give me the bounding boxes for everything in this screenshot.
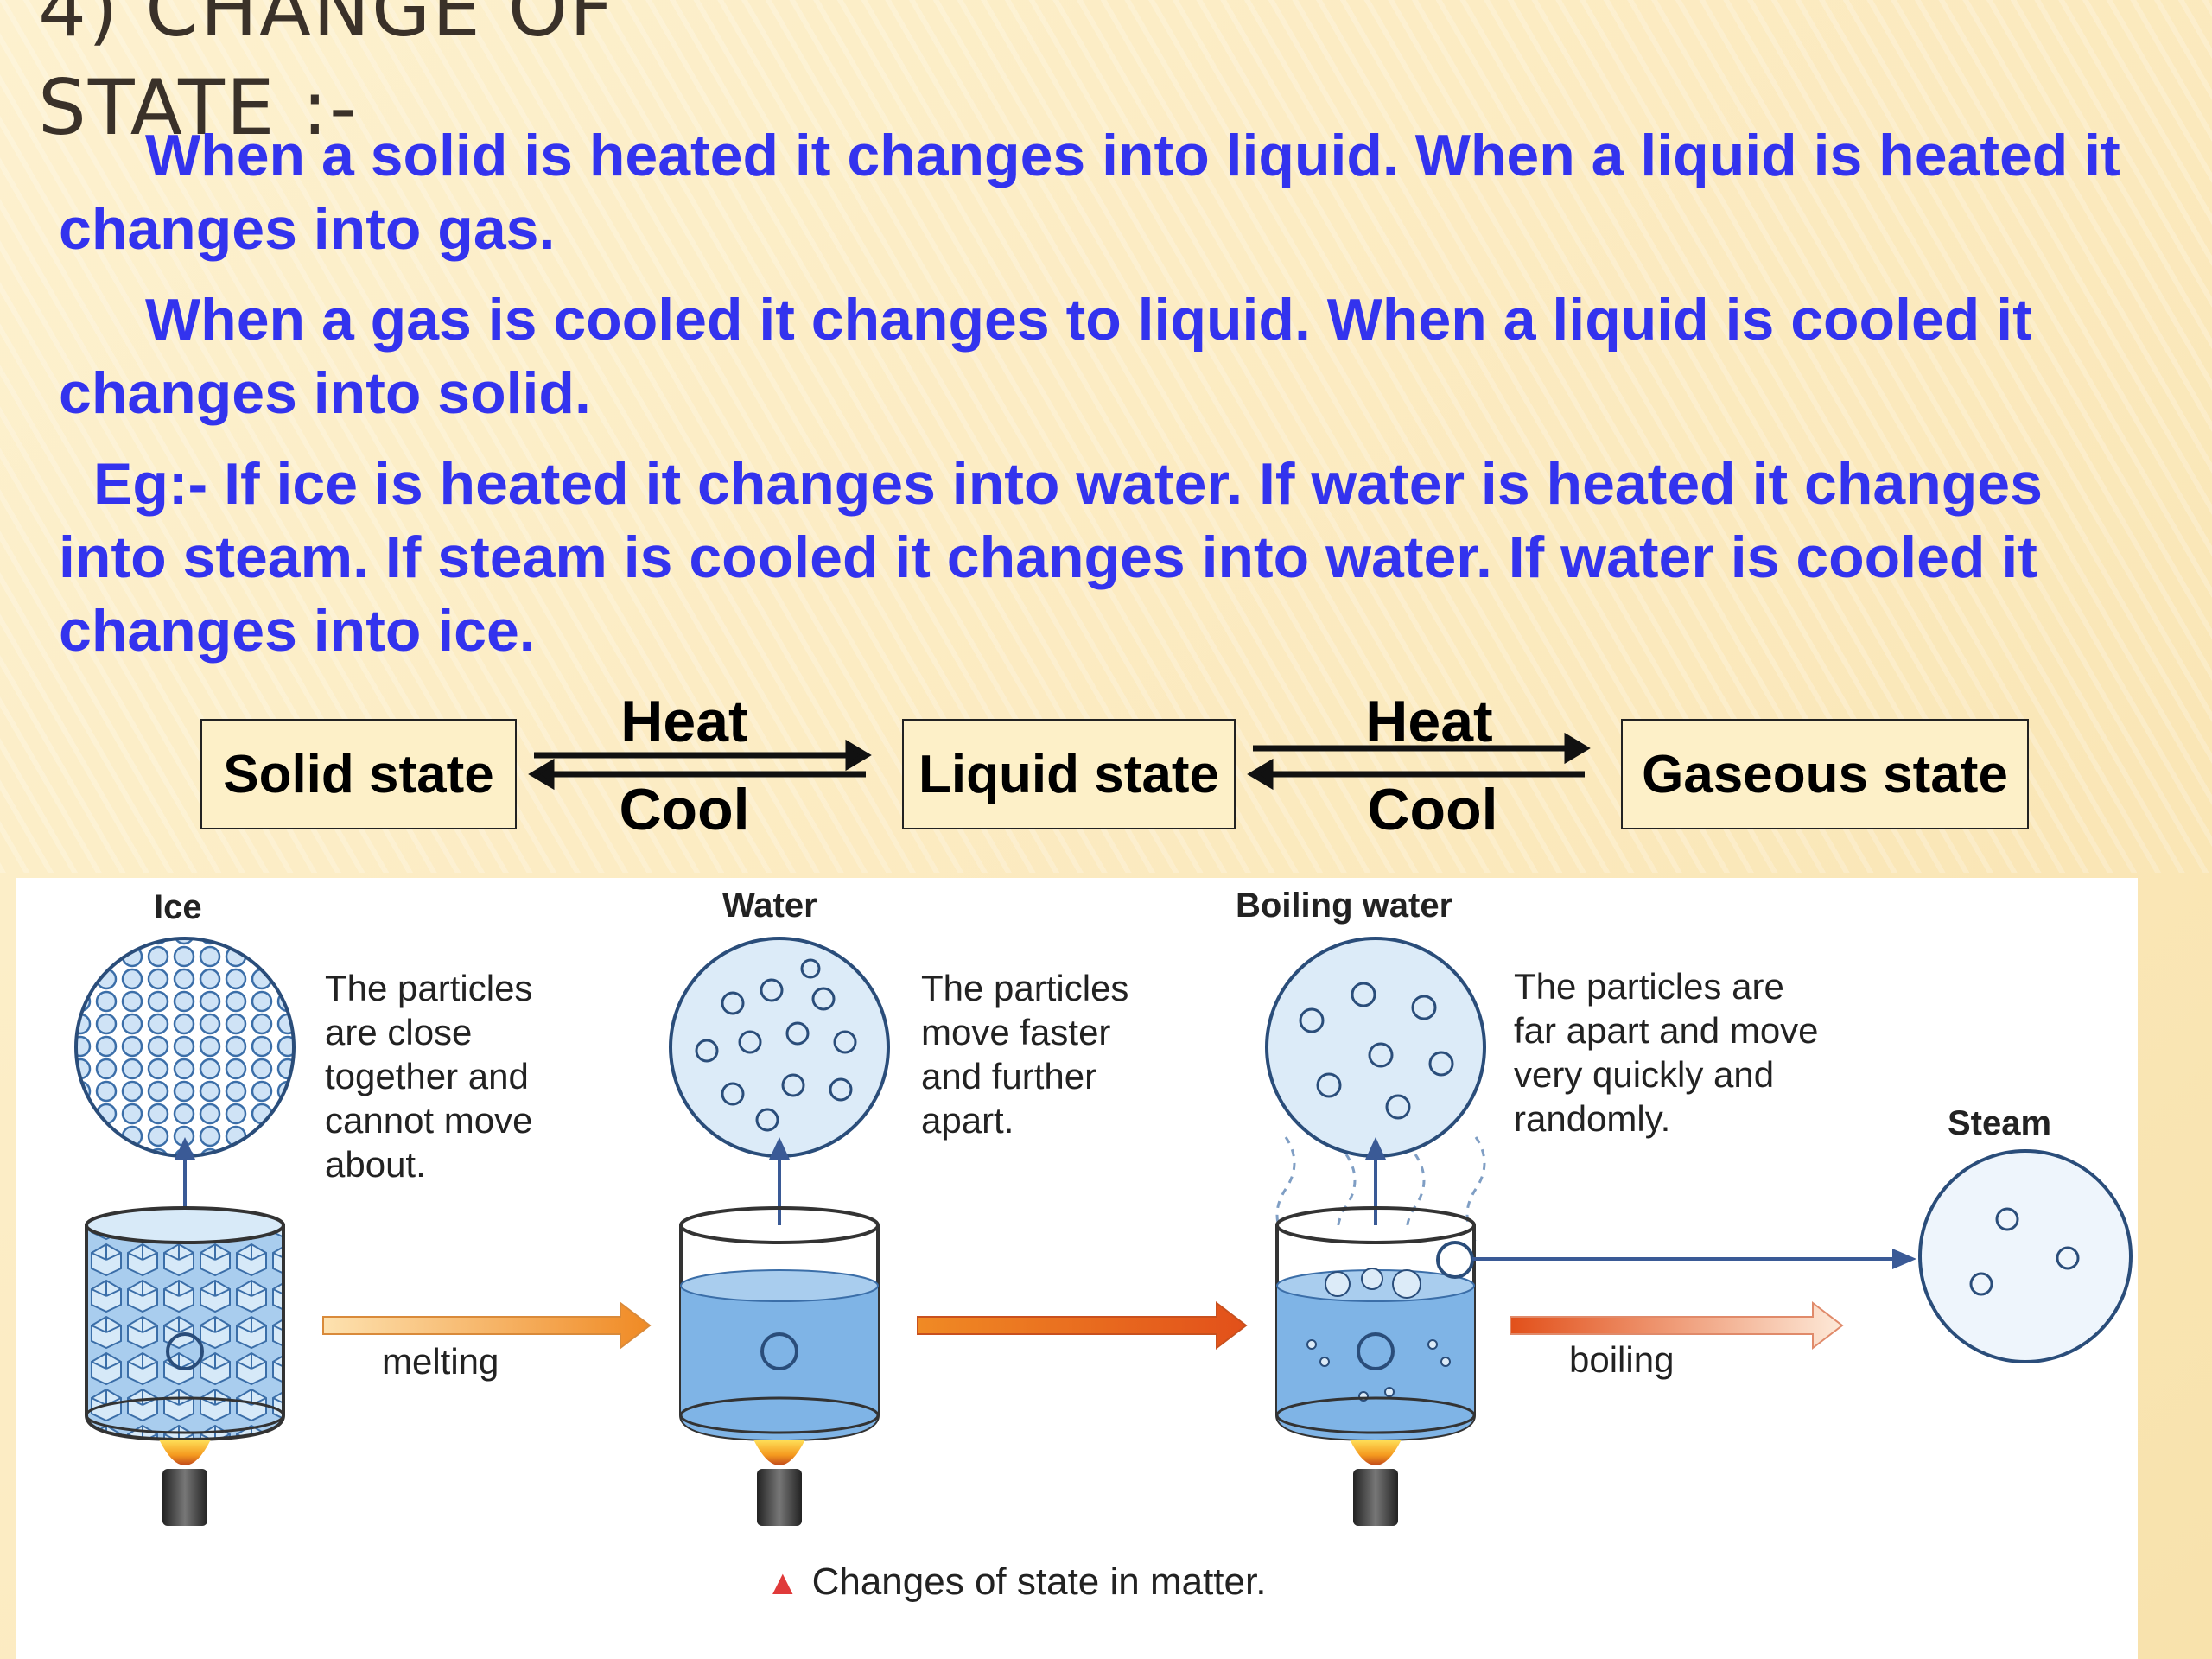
caption-text: Changes of state in matter. bbox=[811, 1560, 1267, 1603]
melting-label: melting bbox=[382, 1341, 499, 1382]
ice-desc-line: cannot move bbox=[325, 1100, 533, 1141]
caption-triangle-icon: ▲ bbox=[766, 1564, 800, 1602]
heat-label-1: Heat bbox=[620, 689, 748, 754]
solid-state-box: Solid state bbox=[200, 719, 517, 830]
ice-heading: Ice bbox=[154, 888, 202, 926]
title-line-2: STATE :- bbox=[38, 63, 359, 152]
slide-title: 4) CHANGE OF STATE :- bbox=[38, 0, 695, 157]
heating-arrow bbox=[917, 1300, 1248, 1351]
melting-arrow bbox=[322, 1300, 652, 1351]
water-pointer-head bbox=[769, 1137, 790, 1160]
boiling-beaker bbox=[1275, 1206, 1476, 1442]
paragraph-cooling: When a gas is cooled it changes to liqui… bbox=[59, 287, 2032, 426]
heat-label-2: Heat bbox=[1365, 689, 1493, 754]
gaseous-state-box: Gaseous state bbox=[1621, 719, 2029, 830]
ice-description: The particles are close together and can… bbox=[325, 966, 532, 1186]
boiling-label: boiling bbox=[1569, 1339, 1675, 1380]
heat-arrowhead-2 bbox=[1564, 732, 1591, 765]
boiling-desc-line: The particles are bbox=[1514, 966, 1784, 1007]
ice-particle-view bbox=[74, 937, 296, 1158]
gaseous-state-label: Gaseous state bbox=[1642, 744, 2008, 804]
water-description: The particles move faster and further ap… bbox=[921, 966, 1128, 1142]
ice-desc-line: are close bbox=[325, 1012, 473, 1052]
boiling-desc-line: randomly. bbox=[1514, 1098, 1671, 1139]
steam-particle-view bbox=[1918, 1149, 2133, 1363]
water-beaker bbox=[679, 1206, 880, 1442]
water-desc-line: The particles bbox=[921, 968, 1129, 1008]
boiling-particle-view bbox=[1265, 937, 1486, 1158]
water-burner bbox=[753, 1440, 805, 1526]
boiling-desc-line: very quickly and bbox=[1514, 1054, 1775, 1095]
water-desc-line: apart. bbox=[921, 1100, 1014, 1141]
figure-caption: ▲ Changes of state in matter. bbox=[766, 1560, 1266, 1604]
water-desc-line: and further bbox=[921, 1056, 1097, 1096]
steam-pointer-head bbox=[1892, 1249, 1916, 1269]
boiling-burner bbox=[1350, 1440, 1402, 1526]
steam-wisps bbox=[1275, 1136, 1486, 1259]
figure-drawing bbox=[74, 937, 2133, 1526]
liquid-state-box: Liquid state bbox=[902, 719, 1236, 830]
ice-desc-line: together and bbox=[325, 1056, 529, 1096]
water-particle-view bbox=[669, 937, 890, 1158]
ice-pointer-head bbox=[175, 1137, 195, 1160]
ice-desc-line: about. bbox=[325, 1144, 426, 1185]
ice-desc-line: The particles bbox=[325, 968, 533, 1008]
cool-arrowhead-1 bbox=[528, 758, 555, 791]
liquid-state-label: Liquid state bbox=[918, 744, 1219, 804]
steam-heading: Steam bbox=[1948, 1104, 2052, 1142]
boiling-desc-line: far apart and move bbox=[1514, 1010, 1819, 1051]
cool-arrowhead-2 bbox=[1247, 758, 1274, 791]
title-line-1: 4) CHANGE OF bbox=[38, 0, 615, 54]
solid-state-label: Solid state bbox=[223, 744, 494, 804]
boiling-water-heading: Boiling water bbox=[1236, 887, 1453, 925]
cool-label-1: Cool bbox=[619, 777, 750, 842]
cool-label-2: Cool bbox=[1367, 777, 1498, 842]
paragraph-heating: When a solid is heated it changes into l… bbox=[59, 123, 2120, 262]
boiling-pointer-head bbox=[1365, 1137, 1386, 1160]
change-of-state-figure: Ice Water Boiling water Steam The partic… bbox=[16, 878, 2138, 1659]
water-heading: Water bbox=[722, 887, 817, 925]
boiling-description: The particles are far apart and move ver… bbox=[1514, 964, 1819, 1141]
ice-beaker bbox=[85, 1206, 285, 1442]
paragraph-example: Eg:- If ice is heated it changes into wa… bbox=[59, 451, 2043, 664]
ice-burner bbox=[159, 1440, 211, 1526]
water-desc-line: move faster bbox=[921, 1012, 1111, 1052]
heat-arrowhead-1 bbox=[845, 739, 872, 772]
boiling-arrow bbox=[1510, 1300, 1844, 1351]
state-arrows bbox=[528, 732, 1591, 791]
